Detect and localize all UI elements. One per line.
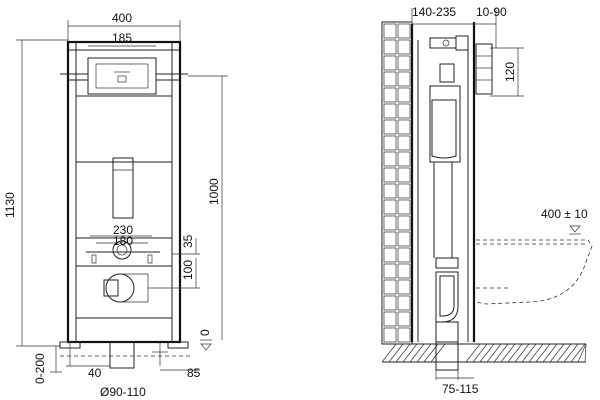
hatch-line <box>549 343 565 363</box>
dim-40: 40 <box>88 366 102 380</box>
wall-blocks <box>383 23 411 343</box>
hatch-line <box>416 343 432 363</box>
dim-floor-0: 0 <box>198 329 212 336</box>
dim-230: 230 <box>113 223 133 237</box>
wall-block <box>397 135 411 151</box>
hatch-line <box>430 343 446 363</box>
dim-180: 180 <box>113 234 133 248</box>
hatch-line <box>500 343 516 363</box>
wall-block <box>397 55 411 71</box>
hatch-line <box>409 343 425 363</box>
flush-outlet <box>112 240 132 260</box>
hatch-line <box>577 343 587 363</box>
dim-leg-0-200: 0-200 <box>33 353 47 384</box>
wall-block <box>397 151 411 167</box>
wall-block <box>383 199 397 215</box>
wall-block <box>383 103 397 119</box>
wall-block <box>383 135 397 151</box>
hatch-line <box>535 343 551 363</box>
wall-block <box>397 231 411 247</box>
wall-block <box>383 279 397 295</box>
wall-block <box>383 119 397 135</box>
wall-block <box>383 183 397 199</box>
hatch-line <box>528 343 544 363</box>
wall-block <box>383 23 397 39</box>
drain-outlet <box>105 273 135 303</box>
hatch-line <box>584 343 587 363</box>
dim-width-400: 400 <box>112 11 132 25</box>
side-view: 140-235 10-90 120 400 ± 10 75-115 <box>381 5 593 396</box>
wall-block <box>397 87 411 103</box>
wall-block <box>397 23 411 39</box>
hatch-line <box>388 343 404 363</box>
dim-depth-10-90: 10-90 <box>476 5 507 19</box>
hatch-line <box>514 343 530 363</box>
wall-block <box>383 71 397 87</box>
wall-block <box>383 295 397 311</box>
dim-75-115: 75-115 <box>442 382 479 396</box>
hatch-line <box>479 343 495 363</box>
wall-block <box>397 247 411 263</box>
wall-block <box>397 327 411 343</box>
hatch-line <box>507 343 523 363</box>
wall-block <box>397 199 411 215</box>
hatch-line <box>556 343 572 363</box>
flush-pipe <box>112 157 134 219</box>
hatch-line <box>521 343 537 363</box>
wall-block <box>383 231 397 247</box>
hatch-line <box>493 343 509 363</box>
wall-block <box>397 311 411 327</box>
toilet-bowl <box>475 239 593 305</box>
floor-hatch <box>381 343 587 363</box>
wall-block <box>383 215 397 231</box>
wall-block <box>397 71 411 87</box>
hatch-line <box>542 343 558 363</box>
dim-pipe-diameter: Ø90-110 <box>100 385 146 399</box>
dim-185: 185 <box>112 31 132 45</box>
hatch-line <box>465 343 481 363</box>
dim-height-1000: 1000 <box>207 178 221 205</box>
hatch-line <box>472 343 488 363</box>
wall-block <box>383 311 397 327</box>
hatch-line <box>563 343 579 363</box>
wall-block <box>397 103 411 119</box>
wall-block <box>383 327 397 343</box>
cistern <box>75 95 173 163</box>
wall-block <box>397 39 411 55</box>
wall-block <box>383 167 397 183</box>
wall-block <box>383 39 397 55</box>
wall-block <box>397 183 411 199</box>
dim-100: 100 <box>181 260 195 280</box>
wall-block <box>383 151 397 167</box>
wall-block <box>397 119 411 135</box>
front-view: 400 185 1130 1000 230 180 35 100 0 0-200 <box>3 11 228 399</box>
hatch-line <box>395 343 411 363</box>
dim-85: 85 <box>187 366 201 380</box>
dim-height-1130: 1130 <box>3 192 17 218</box>
hatch-line <box>486 343 502 363</box>
wall-block <box>397 295 411 311</box>
flush-box <box>87 57 157 95</box>
wall-block <box>397 279 411 295</box>
hatch-line <box>402 343 418 363</box>
dim-35: 35 <box>181 234 195 248</box>
wall-block <box>383 87 397 103</box>
wall-block <box>383 55 397 71</box>
frame-outline <box>66 40 182 344</box>
hatch-line <box>570 343 586 363</box>
wall-block <box>383 247 397 263</box>
dim-depth-140-235: 140-235 <box>412 5 456 19</box>
wall-block <box>397 167 411 183</box>
hatch-line <box>381 343 397 363</box>
dim-120: 120 <box>503 62 517 82</box>
wall-block <box>397 215 411 231</box>
dim-bowl-height: 400 ± 10 <box>541 207 588 221</box>
wall-block <box>397 263 411 279</box>
wall-block <box>383 263 397 279</box>
